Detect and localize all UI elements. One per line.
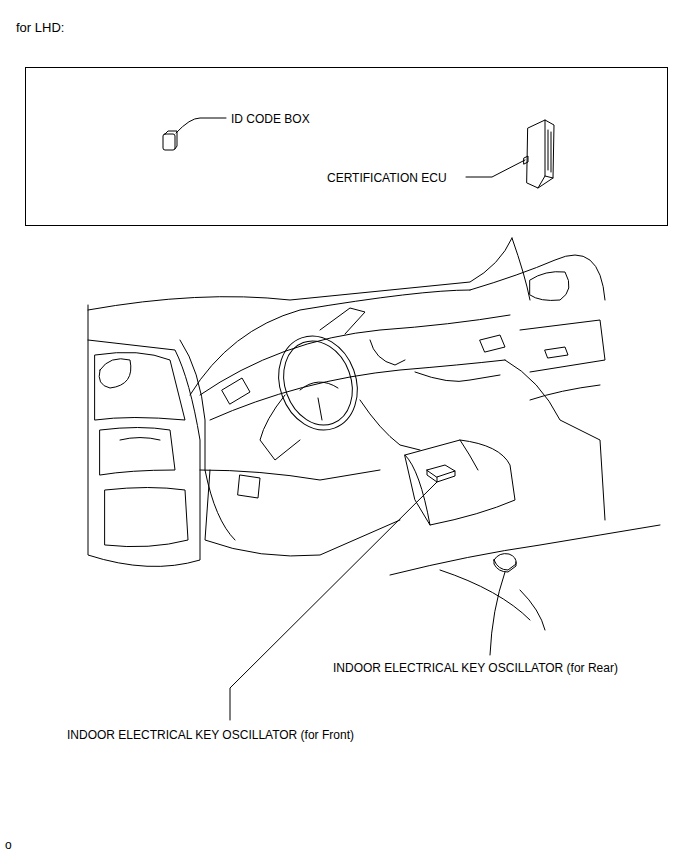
- parts-box: ID CODE BOX CERTIFICATION ECU: [25, 67, 668, 226]
- leader-line: [466, 160, 525, 177]
- part-name: CERTIFICATION ECU: [326, 171, 448, 185]
- part-name: INDOOR ELECTRICAL KEY OSCILLATOR (for Re…: [332, 661, 619, 675]
- cabin-outline: [88, 238, 660, 630]
- front-oscillator-icon: [427, 465, 455, 482]
- leader-line: [176, 118, 226, 133]
- heading: for LHD:: [15, 21, 65, 35]
- part-name: ID CODE BOX: [230, 112, 311, 126]
- certification-ecu-icon: [524, 120, 554, 188]
- leader-line: [490, 572, 505, 655]
- leader-line: [230, 482, 437, 720]
- id-code-box-icon: [163, 131, 177, 150]
- rear-oscillator-icon: [494, 554, 516, 572]
- part-name: INDOOR ELECTRICAL KEY OSCILLATOR (for Fr…: [66, 728, 355, 742]
- page-mark: o: [4, 838, 13, 852]
